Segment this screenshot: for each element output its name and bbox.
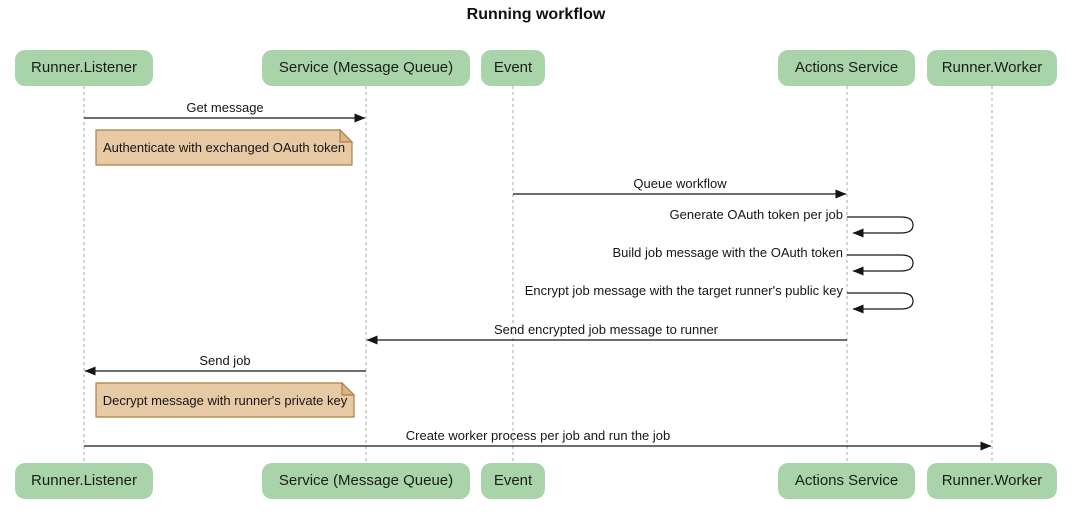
actor-bottom-runner-listener: Runner.Listener bbox=[15, 463, 153, 499]
actor-bottom-runner-worker: Runner.Worker bbox=[927, 463, 1057, 499]
message-label-queue-workflow: Queue workflow bbox=[633, 176, 727, 191]
note-shape-authenticate bbox=[95, 129, 353, 166]
self-loop-encrypt-job-message bbox=[847, 292, 914, 314]
message-label-generate-oauth-token: Generate OAuth token per job bbox=[669, 207, 843, 222]
message-label-send-job: Send job bbox=[199, 353, 251, 368]
actor-top-actions-service: Actions Service bbox=[778, 50, 915, 86]
message-label-encrypt-job-message: Encrypt job message with the target runn… bbox=[524, 283, 843, 298]
actor-top-runner-listener: Runner.Listener bbox=[15, 50, 153, 86]
actor-bottom-service-message-queue: Service (Message Queue) bbox=[262, 463, 470, 499]
message-label-get-message: Get message bbox=[186, 100, 264, 115]
actor-top-service-message-queue: Service (Message Queue) bbox=[262, 50, 470, 86]
message-label-build-job-message: Build job message with the OAuth token bbox=[612, 245, 843, 260]
actor-bottom-actions-service: Actions Service bbox=[778, 463, 915, 499]
message-label-send-encrypted-job-message: Send encrypted job message to runner bbox=[493, 322, 719, 337]
actor-top-runner-worker: Runner.Worker bbox=[927, 50, 1057, 86]
note-authenticate-oauth-token: Authenticate with exchanged OAuth token bbox=[102, 140, 346, 155]
note-decrypt-message: Decrypt message with runner's private ke… bbox=[102, 392, 348, 408]
message-label-create-worker-process: Create worker process per job and run th… bbox=[405, 428, 671, 443]
note-fold-authenticate bbox=[339, 128, 354, 143]
actor-top-event: Event bbox=[481, 50, 545, 86]
actor-bottom-event: Event bbox=[481, 463, 545, 499]
note-shape-decrypt bbox=[95, 382, 355, 418]
self-loop-build-job-message bbox=[847, 254, 914, 276]
self-loop-generate-oauth-token bbox=[847, 216, 914, 238]
note-fold-decrypt bbox=[341, 381, 356, 396]
diagram-title: Running workflow bbox=[466, 6, 606, 23]
